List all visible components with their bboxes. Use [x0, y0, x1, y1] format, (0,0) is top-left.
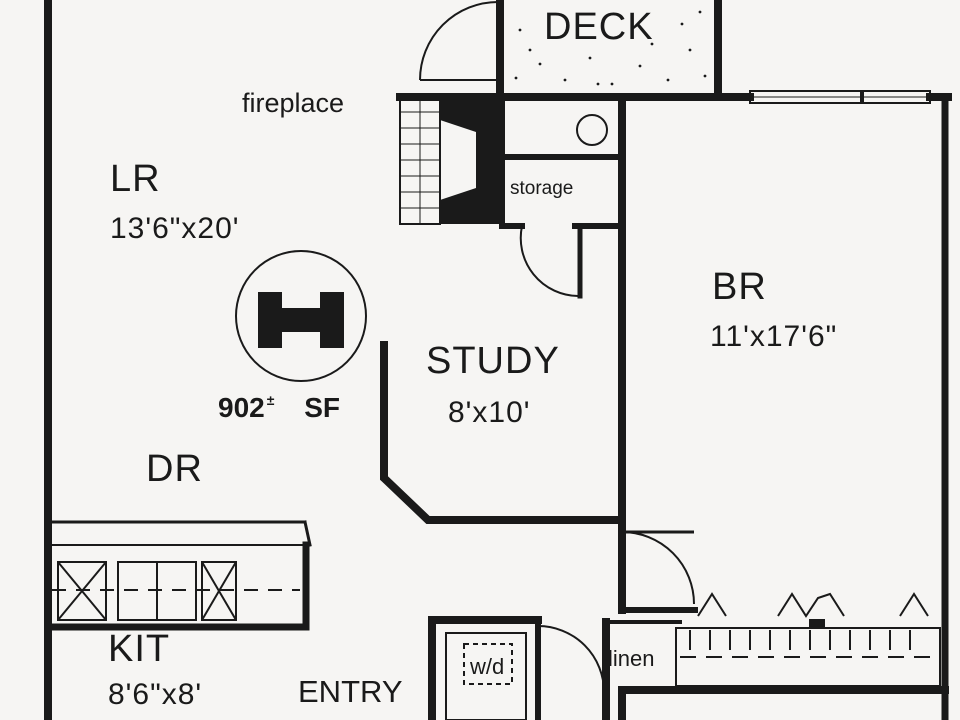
lr-label: LR	[110, 158, 161, 200]
area-tolerance-mark: ±	[266, 392, 275, 408]
study-wall	[380, 341, 622, 524]
fireplace-label: fireplace	[242, 88, 345, 118]
h-logo	[235, 250, 367, 382]
deck-door-swing	[419, 1, 499, 81]
wd-label: w/d	[470, 654, 505, 679]
bath-vanity	[675, 592, 941, 687]
study-dimensions: 8'x10'	[448, 396, 531, 429]
entry-label: ENTRY	[298, 674, 403, 709]
area-value: 902	[218, 392, 265, 423]
deck-label: DECK	[544, 6, 654, 48]
br-dimensions: 11'x17'6"	[710, 320, 838, 353]
storage-door-swing	[519, 225, 579, 297]
br-label: BR	[712, 266, 767, 308]
fireplace-element	[399, 95, 500, 225]
kit-dimensions: 8'6"x8'	[108, 678, 203, 711]
kitchen-counter-edge	[303, 520, 312, 547]
dr-label: DR	[146, 448, 203, 490]
wd-closet	[445, 632, 527, 720]
wd-door-swing	[537, 625, 605, 693]
area-unit: SF	[304, 392, 340, 423]
water-heater-closet	[576, 114, 608, 146]
study-label: STUDY	[426, 340, 560, 382]
deck-area	[514, 10, 707, 86]
doors	[419, 1, 695, 693]
kit-label: KIT	[108, 628, 171, 670]
linen-label: linen	[608, 646, 655, 671]
area-readout: 902± SF	[218, 392, 340, 424]
br-door-swing	[621, 531, 695, 605]
kitchen-counter	[52, 544, 306, 621]
windows	[749, 90, 931, 104]
walls	[44, 0, 952, 720]
storage-label: storage	[510, 178, 574, 199]
lr-dimensions: 13'6"x20'	[110, 212, 240, 245]
